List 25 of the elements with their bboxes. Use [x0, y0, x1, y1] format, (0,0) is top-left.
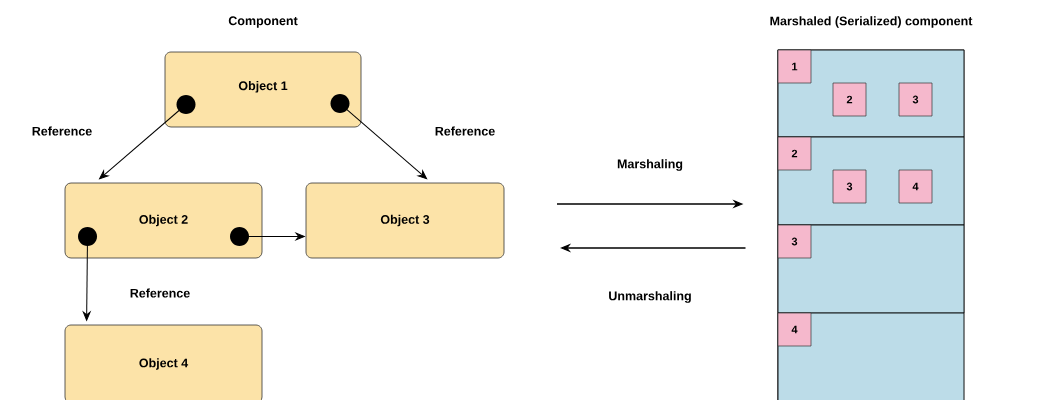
component-band — [777, 312, 965, 400]
index-box: 3 — [777, 224, 812, 259]
object-box: Object 2 — [64, 182, 263, 259]
index-box: 3 — [832, 169, 867, 204]
edge-label: Reference — [433, 125, 497, 137]
index-box: 2 — [777, 136, 812, 171]
arrow — [230, 227, 305, 246]
arrow — [78, 227, 97, 321]
arrow — [330, 94, 428, 180]
index-box: 2 — [832, 82, 867, 117]
index-box: 3 — [898, 82, 933, 117]
object-box: Object 3 — [305, 182, 505, 259]
component-band — [777, 224, 965, 314]
object-box: Object 1 — [164, 51, 362, 128]
object-box: Object 4 — [64, 324, 263, 400]
index-box: 4 — [898, 169, 933, 204]
edge-label: Reference — [30, 125, 94, 137]
arrow — [99, 95, 196, 180]
edge-label: Marshaling — [616, 158, 684, 172]
column-heading: Marshaled (Serialized) component — [770, 16, 973, 28]
index-box: 4 — [777, 312, 812, 347]
edge-label: Reference — [128, 287, 192, 299]
index-box: 1 — [777, 49, 812, 84]
edge-label: Unmarshaling — [607, 290, 693, 304]
section-heading: Component — [228, 16, 298, 28]
